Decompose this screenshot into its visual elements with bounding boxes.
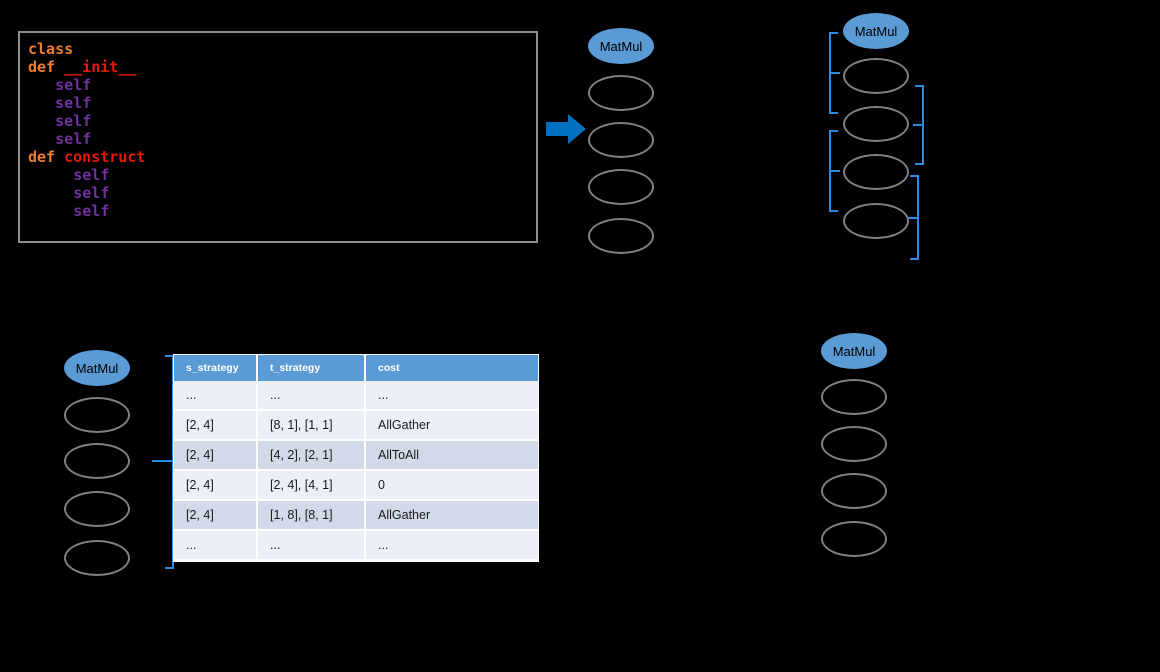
bracket-right-upper (910, 85, 926, 165)
code-line: self (55, 112, 91, 130)
node-op-2[interactable] (843, 106, 909, 142)
code-token: class (28, 40, 74, 58)
code-line: def construct (28, 148, 145, 166)
node-op-3[interactable] (843, 154, 909, 190)
cell-t-strategy: [2, 4], [4, 1] (257, 470, 366, 501)
table-row[interactable]: [2, 4] [8, 1], [1, 1] AllGather (174, 410, 538, 441)
flow-arrow-icon (546, 113, 586, 145)
cell-s-strategy: ... (174, 381, 258, 411)
cell-cost: AllToAll (365, 440, 538, 471)
code-token: self (73, 184, 110, 202)
cell-cost: AllGather (365, 410, 538, 441)
code-token: self (55, 112, 92, 130)
code-line: self (55, 94, 91, 112)
graph-bottom-left: MatMul (64, 350, 134, 580)
cell-s-strategy: [2, 4] (174, 410, 258, 441)
table-row[interactable]: [2, 4] [1, 8], [8, 1] AllGather (174, 500, 538, 531)
code-line: self (73, 202, 109, 220)
node-matmul-header[interactable]: MatMul (64, 350, 130, 386)
node-op-1[interactable] (64, 397, 130, 433)
column-header-t-strategy[interactable]: t_strategy (257, 355, 366, 381)
code-token: self (55, 94, 92, 112)
table-header-row: s_strategy t_strategy cost (174, 355, 538, 381)
graph-top-right: MatMul (843, 13, 933, 263)
code-line: self (55, 130, 91, 148)
node-op-4[interactable] (821, 521, 887, 557)
node-matmul-header[interactable]: MatMul (588, 28, 654, 64)
code-line: self (55, 76, 91, 94)
column-header-s-strategy[interactable]: s_strategy (174, 355, 258, 381)
table-row[interactable]: [2, 4] [2, 4], [4, 1] 0 (174, 470, 538, 501)
cell-t-strategy: ... (257, 381, 366, 411)
node-matmul-header[interactable]: MatMul (821, 333, 887, 369)
table-row[interactable]: ... ... ... (174, 530, 538, 561)
node-op-1[interactable] (821, 379, 887, 415)
code-line: self (73, 166, 109, 184)
code-line: def __init__ (28, 58, 136, 76)
node-matmul-header[interactable]: MatMul (843, 13, 909, 49)
node-op-3[interactable] (64, 491, 130, 527)
graph-top-middle: MatMul (588, 28, 658, 258)
code-line: self (73, 184, 109, 202)
bracket-table-link (152, 355, 178, 569)
cell-s-strategy: [2, 4] (174, 500, 258, 531)
cell-t-strategy: [1, 8], [8, 1] (257, 500, 366, 531)
table-row[interactable]: ... ... ... (174, 381, 538, 411)
cell-t-strategy: ... (257, 530, 366, 561)
arrow-right-icon (546, 114, 586, 144)
code-line: class (28, 40, 73, 58)
node-op-2[interactable] (588, 122, 654, 158)
code-token: self (73, 202, 110, 220)
cell-t-strategy: [8, 1], [1, 1] (257, 410, 366, 441)
code-token: __init__ (64, 58, 137, 76)
table-row[interactable]: [2, 4] [4, 2], [2, 1] AllToAll (174, 440, 538, 471)
table-header: s_strategy t_strategy cost (174, 355, 538, 381)
bracket-right-lower (905, 175, 921, 260)
cell-cost: AllGather (365, 500, 538, 531)
node-op-2[interactable] (821, 426, 887, 462)
cell-s-strategy: ... (174, 530, 258, 561)
node-op-2[interactable] (64, 443, 130, 479)
cell-s-strategy: [2, 4] (174, 440, 258, 471)
node-op-4[interactable] (588, 218, 654, 254)
cell-cost: ... (365, 530, 538, 561)
code-token: def (28, 148, 65, 166)
graph-bottom-right: MatMul (821, 333, 891, 563)
node-op-4[interactable] (64, 540, 130, 576)
code-token: self (73, 166, 110, 184)
cell-cost: ... (365, 381, 538, 411)
node-op-3[interactable] (588, 169, 654, 205)
node-op-4[interactable] (843, 203, 909, 239)
node-op-1[interactable] (588, 75, 654, 111)
bracket-left-upper (829, 32, 845, 114)
cell-cost: 0 (365, 470, 538, 501)
table-body: ... ... ... [2, 4] [8, 1], [1, 1] AllGat… (174, 381, 538, 561)
cell-s-strategy: [2, 4] (174, 470, 258, 501)
node-op-3[interactable] (821, 473, 887, 509)
code-token: def (28, 58, 65, 76)
code-token: self (55, 76, 92, 94)
strategy-cost-table: s_strategy t_strategy cost ... ... ... [… (174, 355, 538, 561)
bracket-left-lower (829, 130, 845, 212)
column-header-cost[interactable]: cost (365, 355, 538, 381)
code-token: construct (64, 148, 146, 166)
cell-t-strategy: [4, 2], [2, 1] (257, 440, 366, 471)
code-token: self (55, 130, 92, 148)
node-op-1[interactable] (843, 58, 909, 94)
